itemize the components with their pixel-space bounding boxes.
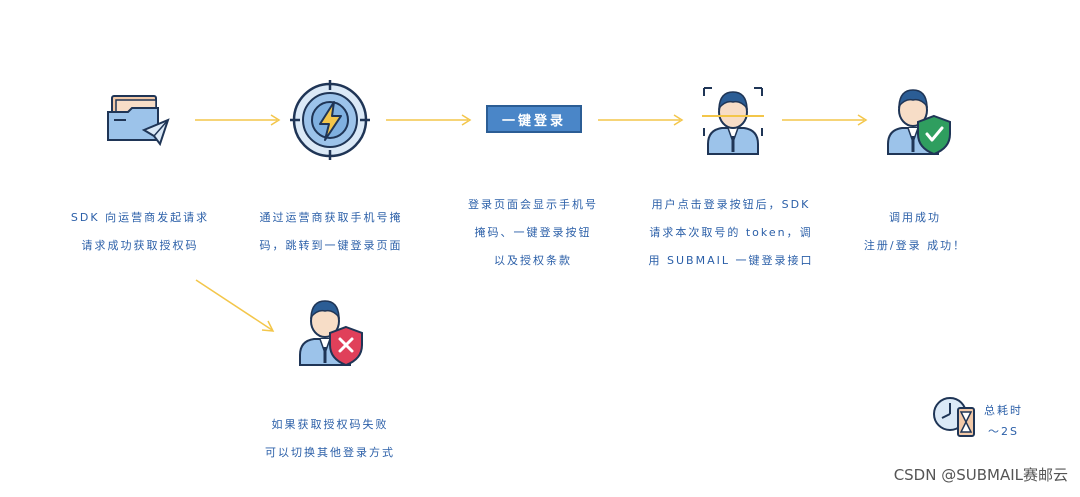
arrow-1	[195, 114, 281, 126]
arrow-2	[386, 114, 472, 126]
caption-line: 登录页面会显示手机号	[468, 198, 598, 211]
arrow-fail	[195, 279, 275, 332]
user-success-icon	[887, 89, 951, 156]
caption-line: 调用成功	[889, 211, 941, 224]
caption-line: 注册/登录 成功！	[863, 239, 967, 252]
face-scan-icon	[702, 87, 764, 155]
clock-hourglass-icon	[933, 397, 975, 437]
arrow-3	[598, 114, 684, 126]
caption-line: 码，跳转到一键登录页面	[259, 239, 403, 252]
step-4-caption: 用户点击登录按钮后，SDK 请求本次取号的 token，调 用 SUBMAIL …	[618, 191, 844, 275]
caption-line: SDK 向运营商发起请求	[70, 211, 210, 224]
caption-line: 以及授权条款	[494, 254, 572, 267]
watermark: CSDN @SUBMAIL赛邮云	[893, 466, 1068, 484]
caption-line: 请求成功获取授权码	[81, 239, 199, 252]
arrow-4	[782, 114, 868, 126]
total-time-label: 总耗时	[984, 404, 1023, 417]
radar-bolt-icon	[290, 80, 370, 160]
caption-line: 请求本次取号的 token，调	[649, 226, 813, 239]
step-2-caption: 通过运营商获取手机号掩 码，跳转到一键登录页面	[226, 204, 436, 260]
caption-line: 通过运营商获取手机号掩	[259, 211, 403, 224]
step-5-caption: 调用成功 注册/登录 成功！	[842, 204, 988, 260]
total-time-value: ～2S	[988, 425, 1019, 438]
folder-icon	[107, 95, 170, 147]
user-fail-icon	[299, 300, 363, 367]
total-time: 总耗时 ～2S	[980, 400, 1040, 442]
caption-line: 如果获取授权码失败	[271, 418, 389, 431]
caption-line: 用 SUBMAIL 一键登录接口	[648, 254, 814, 267]
one-click-login-button: 一键登录	[486, 105, 582, 133]
login-button-label: 一键登录	[501, 113, 566, 129]
step-3-caption: 登录页面会显示手机号 掩码、一键登录按钮 以及授权条款	[430, 191, 636, 275]
failure-caption: 如果获取授权码失败 可以切换其他登录方式	[232, 411, 428, 467]
caption-line: 掩码、一键登录按钮	[474, 226, 592, 239]
caption-line: 可以切换其他登录方式	[265, 446, 395, 459]
step-1-caption: SDK 向运营商发起请求 请求成功获取授权码	[40, 204, 240, 260]
caption-line: 用户点击登录按钮后，SDK	[651, 198, 811, 211]
